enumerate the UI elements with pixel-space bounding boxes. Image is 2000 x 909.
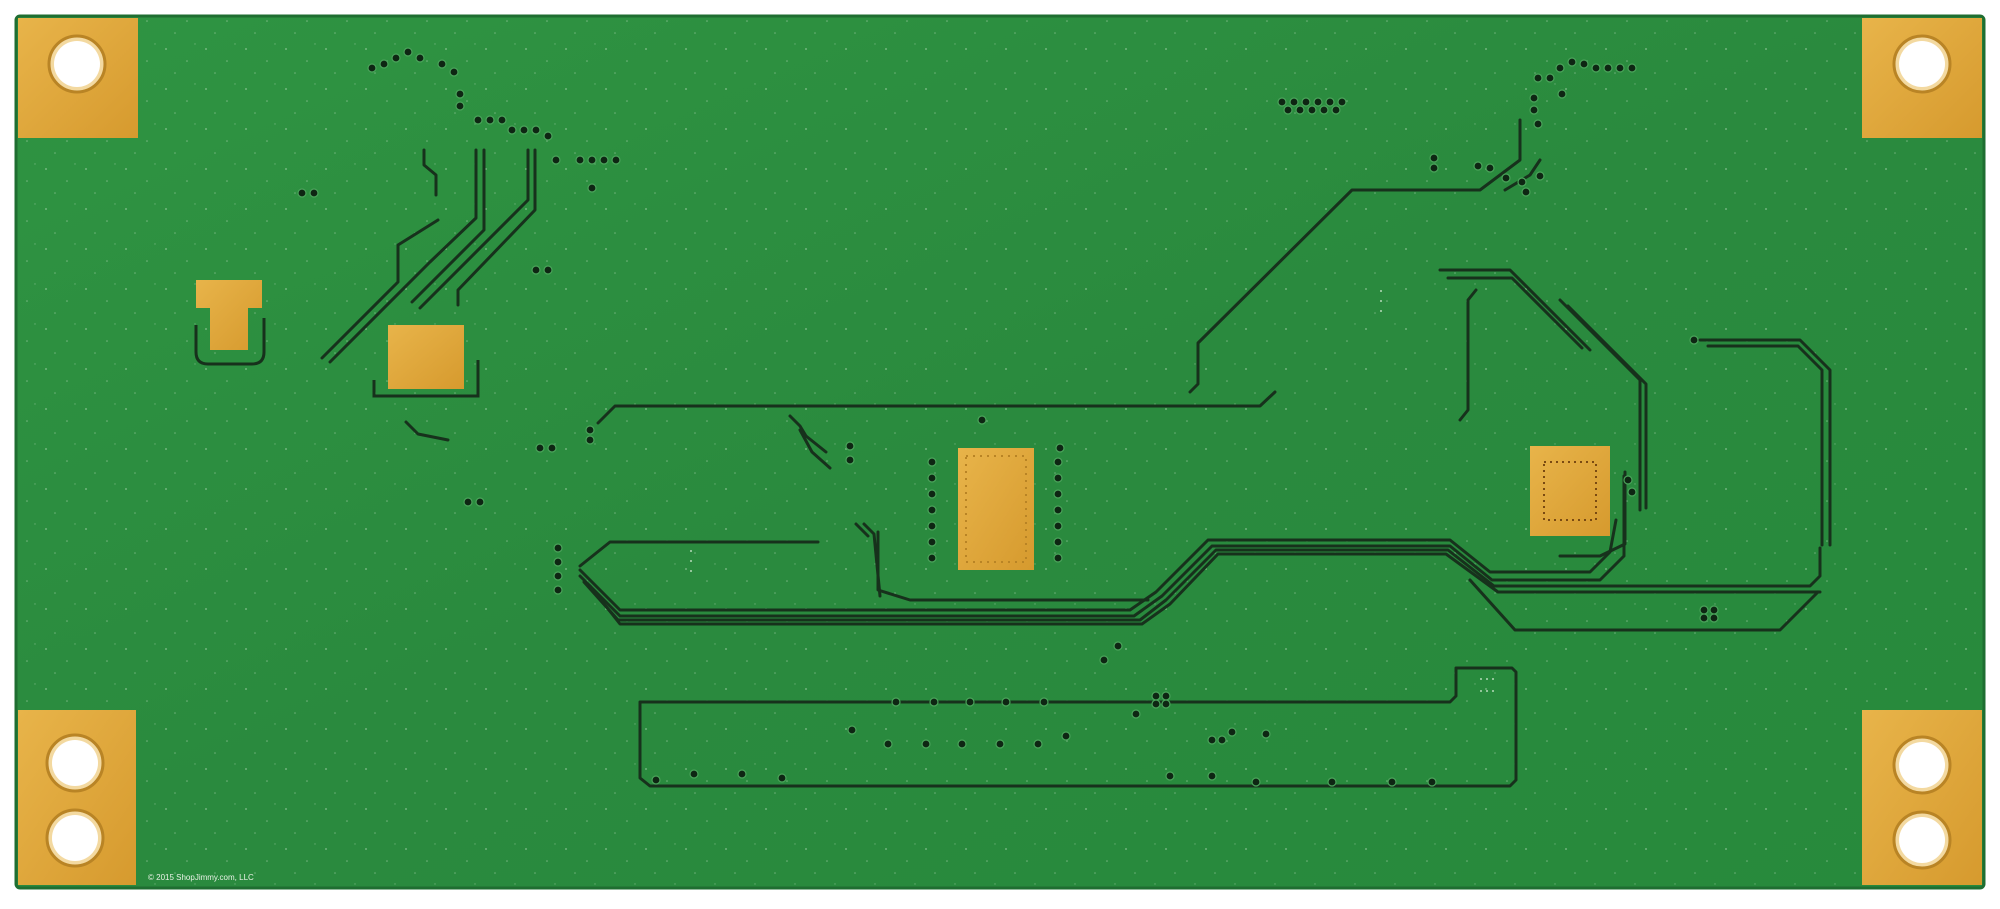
mounting-pad-top-right	[1862, 18, 1982, 138]
copper-pad-center	[958, 448, 1034, 570]
mounting-pad-bottom-right	[1862, 710, 1982, 885]
copper-pad-right	[1530, 446, 1610, 536]
silkscreen-dots	[690, 290, 1494, 692]
mounting-pad-bottom-left	[18, 710, 136, 885]
copper-pad-left-square	[372, 325, 480, 398]
copper-pad-left-t	[194, 280, 266, 366]
via-holes	[297, 47, 1719, 787]
circuit-traces	[320, 118, 1832, 788]
mounting-pad-top-left	[18, 18, 138, 138]
copyright-text: © 2015 ShopJimmy.com, LLC	[148, 873, 254, 882]
